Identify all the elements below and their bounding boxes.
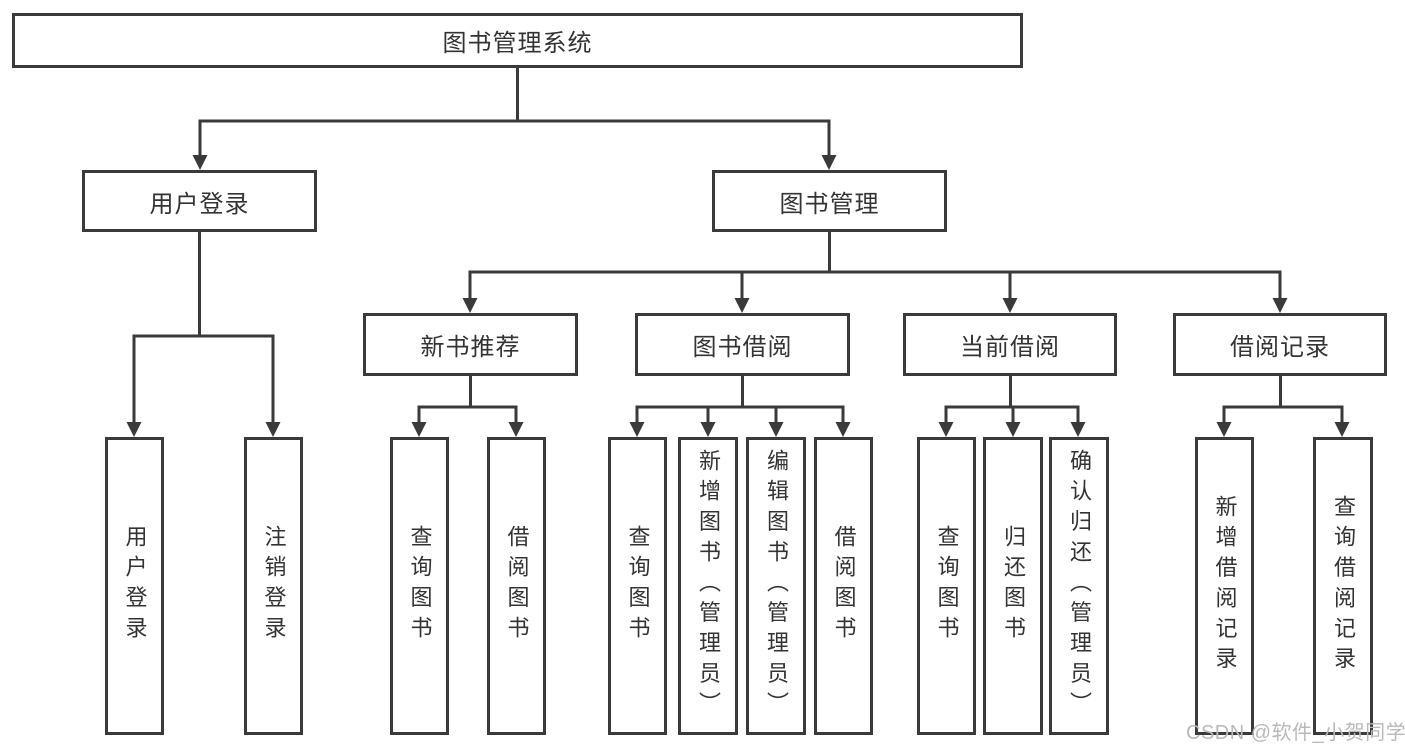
leaf-query-books-recommend: 查询图书 [390, 437, 449, 735]
leaf-edit-books-admin: 编辑图书（管理员） [746, 437, 806, 735]
connector-line [944, 376, 1080, 424]
arrowhead [938, 422, 954, 437]
leaf-add-books-admin-label: 新增图书（管理员） [696, 449, 721, 723]
arrowhead [1334, 422, 1350, 437]
connector-line [468, 232, 1282, 300]
leaf-query-books-borrow: 查询图书 [608, 437, 667, 735]
connector-new-book-to-leaves [417, 376, 518, 424]
arrowhead [265, 422, 281, 437]
leaf-add-books-admin: 新增图书（管理员） [678, 437, 738, 735]
connector-root-to-level1 [198, 68, 831, 157]
arrowhead [1216, 422, 1232, 437]
arrowheads-records-leaves [1216, 422, 1350, 437]
node-book-management-label: 图书管理 [779, 190, 880, 218]
connector-line [198, 68, 831, 157]
leaf-query-borrow-record-label: 查询借阅记录 [1331, 494, 1356, 678]
csdn-watermark: CSDN @软件_小贺同学 [1186, 722, 1405, 744]
arrowhead [734, 298, 750, 313]
arrowhead [126, 422, 142, 437]
node-book-management: 图书管理 [712, 170, 947, 232]
connector-book-management-to-level2 [468, 232, 1282, 300]
arrowhead [821, 155, 837, 170]
leaf-return-books-label: 归还图书 [1001, 525, 1026, 647]
leaf-query-books-current-label: 查询图书 [934, 525, 960, 647]
arrowhead [192, 155, 208, 170]
leaf-borrow-books-label: 借阅图书 [831, 525, 857, 647]
leaf-query-books-recommend-label: 查询图书 [407, 525, 433, 647]
arrowhead [462, 298, 478, 313]
arrowhead [411, 422, 427, 437]
arrowhead [1272, 298, 1288, 313]
arrowhead [700, 422, 716, 437]
node-borrow-records: 借阅记录 [1173, 313, 1387, 376]
leaf-confirm-return-admin-label: 确认归还（管理员） [1067, 449, 1092, 723]
arrowhead [1002, 298, 1018, 313]
node-root-label: 图书管理系统 [442, 30, 593, 57]
leaf-user-login: 用户登录 [105, 437, 164, 735]
leaf-add-borrow-record-label: 新增借阅记录 [1212, 494, 1238, 678]
arrowhead [629, 422, 645, 437]
connector-line [1222, 376, 1344, 424]
leaf-logout: 注销登录 [244, 437, 303, 735]
connector-line [132, 232, 275, 424]
leaf-query-books-borrow-label: 查询图书 [625, 525, 651, 647]
node-book-borrow-label: 图书借阅 [692, 334, 793, 361]
arrowhead [768, 422, 784, 437]
node-book-borrow: 图书借阅 [635, 313, 850, 376]
leaf-borrow-books-recommend: 借阅图书 [487, 437, 546, 735]
arrowheads-level2 [462, 298, 1288, 313]
node-current-borrow: 当前借阅 [903, 313, 1117, 376]
connector-line [635, 376, 845, 424]
leaf-return-books: 归还图书 [983, 437, 1043, 735]
leaf-confirm-return-admin: 确认归还（管理员） [1049, 437, 1109, 735]
node-new-book-recommend: 新书推荐 [363, 313, 578, 376]
node-new-book-recommend-label: 新书推荐 [420, 334, 521, 361]
connector-line [417, 376, 518, 424]
arrowheads-book-borrow-leaves [629, 422, 851, 437]
node-user-login-label: 用户登录 [149, 190, 250, 218]
arrowheads-new-book-leaves [411, 422, 524, 437]
arrowhead [508, 422, 524, 437]
leaf-user-login-label: 用户登录 [122, 525, 148, 647]
leaf-edit-books-admin-label: 编辑图书（管理员） [764, 449, 789, 723]
connector-book-borrow-to-leaves [635, 376, 845, 424]
arrowheads-current-borrow-leaves [938, 422, 1086, 437]
node-root-library-system: 图书管理系统 [12, 13, 1023, 68]
arrowhead [1005, 422, 1021, 437]
arrowhead [1070, 422, 1086, 437]
leaf-borrow-books-recommend-label: 借阅图书 [504, 525, 530, 647]
leaf-borrow-books: 借阅图书 [814, 437, 873, 735]
arrowheads-level1 [192, 155, 837, 170]
connector-current-borrow-to-leaves [944, 376, 1080, 424]
leaf-query-borrow-record: 查询借阅记录 [1313, 437, 1373, 735]
connector-user-login-to-leaves [132, 232, 275, 424]
node-current-borrow-label: 当前借阅 [960, 334, 1060, 361]
arrowheads-user-login-leaves [126, 422, 281, 437]
node-user-login: 用户登录 [82, 170, 317, 232]
node-borrow-records-label: 借阅记录 [1230, 334, 1330, 361]
leaf-logout-label: 注销登录 [261, 525, 287, 647]
leaf-query-books-current: 查询图书 [917, 437, 976, 735]
connector-records-to-leaves [1222, 376, 1344, 424]
leaf-add-borrow-record: 新增借阅记录 [1195, 437, 1254, 735]
arrowhead [835, 422, 851, 437]
